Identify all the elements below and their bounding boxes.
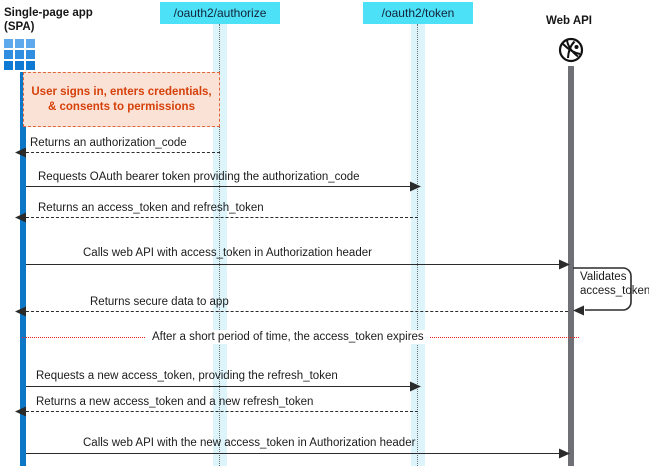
- lifeline-band-authorize: [213, 24, 227, 466]
- message-line-m2: [26, 186, 418, 187]
- arrowhead-left-m5: [15, 305, 28, 323]
- message-line-m5: [26, 311, 568, 312]
- arrowhead-left-m1: [15, 146, 28, 164]
- message-label-m2: Requests OAuth bearer token providing th…: [38, 171, 360, 183]
- message-label-m6: Requests a new access_token, providing t…: [36, 370, 338, 382]
- message-label-m7: Returns a new access_token and a new ref…: [36, 396, 314, 408]
- message-line-m7: [26, 411, 418, 412]
- message-line-m3: [26, 217, 418, 218]
- message-line-m6: [26, 386, 418, 387]
- arrowhead-left-m3: [15, 211, 28, 229]
- message-label-m4: Calls web API with access_token in Autho…: [83, 247, 372, 259]
- lifeline-spa: [20, 72, 26, 466]
- message-line-m1: [26, 152, 220, 153]
- message-line-m8: [26, 453, 568, 454]
- message-label-m3: Returns an access_token and refresh_toke…: [38, 202, 264, 214]
- message-label-m8: Calls web API with the new access_token …: [83, 437, 416, 449]
- arrowhead-right-m6: [408, 380, 421, 398]
- arrowhead-left-self-validates: [573, 304, 586, 322]
- self-message-loop-validates: [571, 266, 635, 319]
- note-user-signin: User signs in, enters credentials, & con…: [23, 72, 220, 127]
- app-grid-icon: [4, 39, 35, 70]
- message-line-m4: [26, 264, 568, 265]
- lifeline-token: [417, 24, 418, 466]
- arrowhead-right-m2: [408, 180, 421, 198]
- participant-box-token[interactable]: /oauth2/token: [363, 2, 473, 24]
- participant-box-authorize[interactable]: /oauth2/authorize: [160, 2, 280, 24]
- globe-icon: [557, 36, 585, 69]
- lifeline-band-token: [411, 24, 425, 466]
- participant-title-spa: Single-page app (SPA): [4, 7, 93, 33]
- divider-label-token-expires: After a short period of time, the access…: [146, 330, 430, 344]
- arrowhead-right-m4: [557, 258, 570, 276]
- message-label-m5: Returns secure data to app: [90, 296, 229, 308]
- arrowhead-left-m7: [15, 405, 28, 423]
- arrowhead-right-m8: [557, 447, 570, 465]
- lifeline-webapi: [568, 66, 574, 466]
- message-label-m1: Returns an authorization_code: [30, 137, 187, 149]
- lifeline-authorize: [219, 24, 220, 466]
- participant-title-webapi: Web API: [546, 15, 593, 27]
